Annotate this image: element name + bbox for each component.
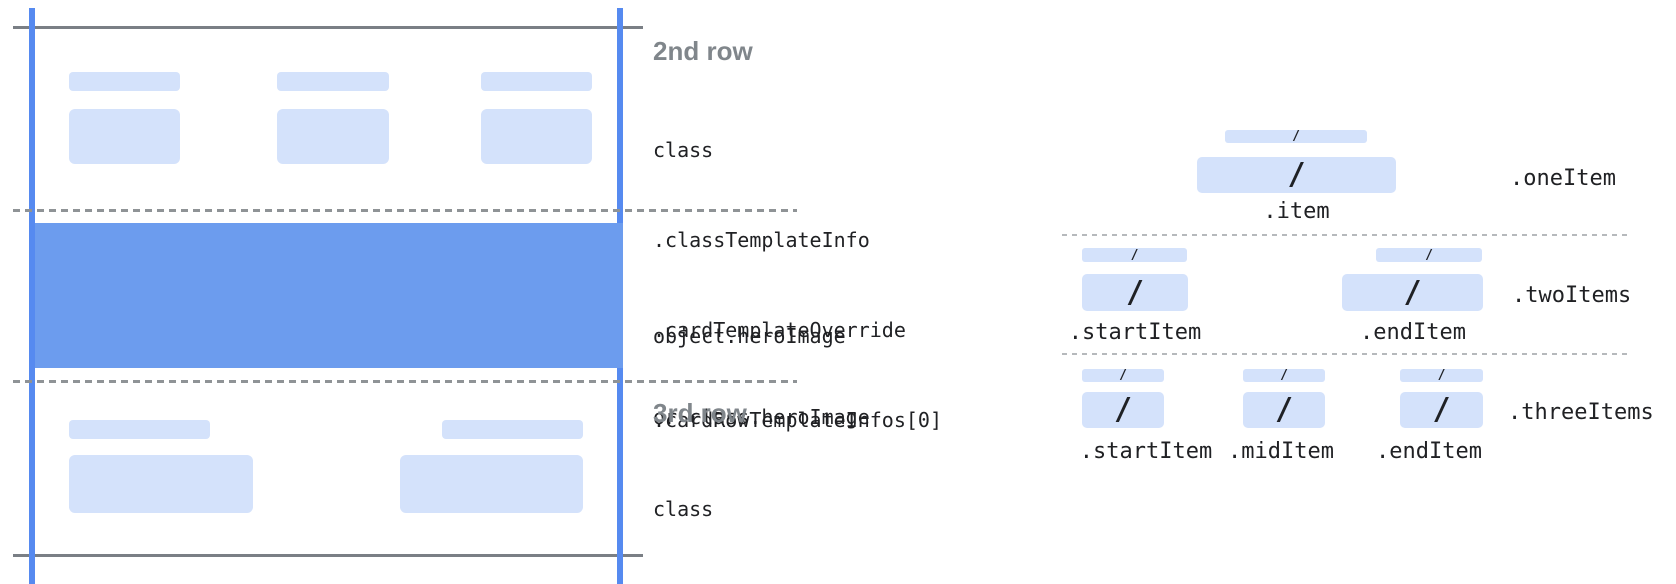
threeitems-startitem-value-bar: / bbox=[1082, 392, 1164, 428]
oneitem-twoitems-divider-dashed bbox=[1062, 234, 1630, 236]
slash-glyph: / bbox=[1425, 247, 1433, 263]
slash-glyph: / bbox=[1280, 368, 1288, 383]
row2-title: 2nd row bbox=[653, 36, 753, 66]
twoitems-threeitems-divider-dashed bbox=[1062, 353, 1630, 355]
oneitem-class-label: .oneItem bbox=[1510, 166, 1616, 191]
row2-col3-label-bar bbox=[481, 72, 592, 91]
path-line: class bbox=[653, 497, 714, 521]
threeitems-class-label: .threeItems bbox=[1508, 400, 1654, 425]
row2-col1-value-box bbox=[69, 109, 180, 164]
path-line: .cardRowTemplateInfos[0] bbox=[653, 408, 942, 432]
row2-col2-label-bar bbox=[277, 72, 389, 91]
slash-glyph: / bbox=[1125, 274, 1145, 310]
slash-glyph: / bbox=[1113, 392, 1133, 427]
path-line: class bbox=[653, 138, 714, 162]
twoitems-enditem-path-label: .endItem bbox=[1360, 320, 1466, 345]
hero-row3-divider-dashed bbox=[13, 380, 797, 383]
row2-field-path: class .classTemplateInfo .cardTemplateOv… bbox=[653, 75, 942, 495]
slash-glyph: / bbox=[1287, 157, 1306, 192]
oneitem-item-label-bar: / bbox=[1225, 130, 1367, 143]
slash-glyph: / bbox=[1130, 247, 1139, 263]
row2-col1-label-bar bbox=[69, 72, 180, 91]
twoitems-startitem-path-label: .startItem bbox=[1068, 320, 1202, 345]
row2-col2-value-box bbox=[277, 109, 389, 164]
path-line: or class.heroImage bbox=[653, 405, 870, 429]
slash-glyph: / bbox=[1119, 368, 1127, 383]
threeitems-miditem-label-bar: / bbox=[1243, 369, 1325, 382]
row3-col1-value-box bbox=[69, 455, 253, 513]
row3-col2-value-box bbox=[400, 455, 583, 513]
row3-col2-label-bar bbox=[442, 420, 583, 439]
slash-glyph: / bbox=[1292, 129, 1300, 144]
threeitems-enditem-value-bar: / bbox=[1400, 392, 1483, 428]
slash-glyph: / bbox=[1432, 392, 1451, 427]
twoitems-enditem-label-bar: / bbox=[1376, 248, 1482, 262]
hero-field-path: object.heroImage or class.heroImage bbox=[653, 269, 870, 485]
twoitems-class-label: .twoItems bbox=[1512, 283, 1632, 308]
twoitems-enditem-value-bar: / bbox=[1342, 274, 1483, 311]
threeitems-startitem-path-label: .startItem bbox=[1079, 439, 1213, 464]
hero-image-block bbox=[35, 223, 623, 368]
twoitems-startitem-value-bar: / bbox=[1082, 274, 1188, 311]
threeitems-enditem-path-label: .endItem bbox=[1376, 439, 1482, 464]
path-line: .classTemplateInfo bbox=[653, 228, 870, 252]
oneitem-item-path-label: .item bbox=[1263, 199, 1330, 224]
twoitems-startitem-label-bar: / bbox=[1082, 248, 1187, 262]
path-line: .cardTemplateOverride bbox=[653, 318, 906, 342]
threeitems-miditem-value-bar: / bbox=[1243, 392, 1325, 428]
card-left-edge-line bbox=[29, 8, 35, 584]
card-top-boundary-line bbox=[13, 26, 643, 29]
row3-col1-label-bar bbox=[69, 420, 210, 439]
threeitems-enditem-label-bar: / bbox=[1400, 369, 1483, 382]
card-bottom-boundary-line bbox=[13, 554, 643, 557]
row2-hero-divider-dashed bbox=[13, 209, 797, 212]
path-line: object.heroImage bbox=[653, 324, 846, 348]
row3-title: 3rd row bbox=[653, 398, 747, 428]
slash-glyph: / bbox=[1403, 274, 1422, 310]
row3-field-path: class .classTemplateInfo .cardTemplateOv… bbox=[653, 437, 942, 584]
slash-glyph: / bbox=[1274, 392, 1294, 427]
row2-col3-value-box bbox=[481, 109, 592, 164]
slash-glyph: / bbox=[1437, 368, 1446, 383]
threeitems-miditem-path-label: .midItem bbox=[1228, 439, 1334, 464]
threeitems-startitem-label-bar: / bbox=[1082, 369, 1164, 382]
oneitem-item-value-bar: / bbox=[1197, 157, 1396, 193]
